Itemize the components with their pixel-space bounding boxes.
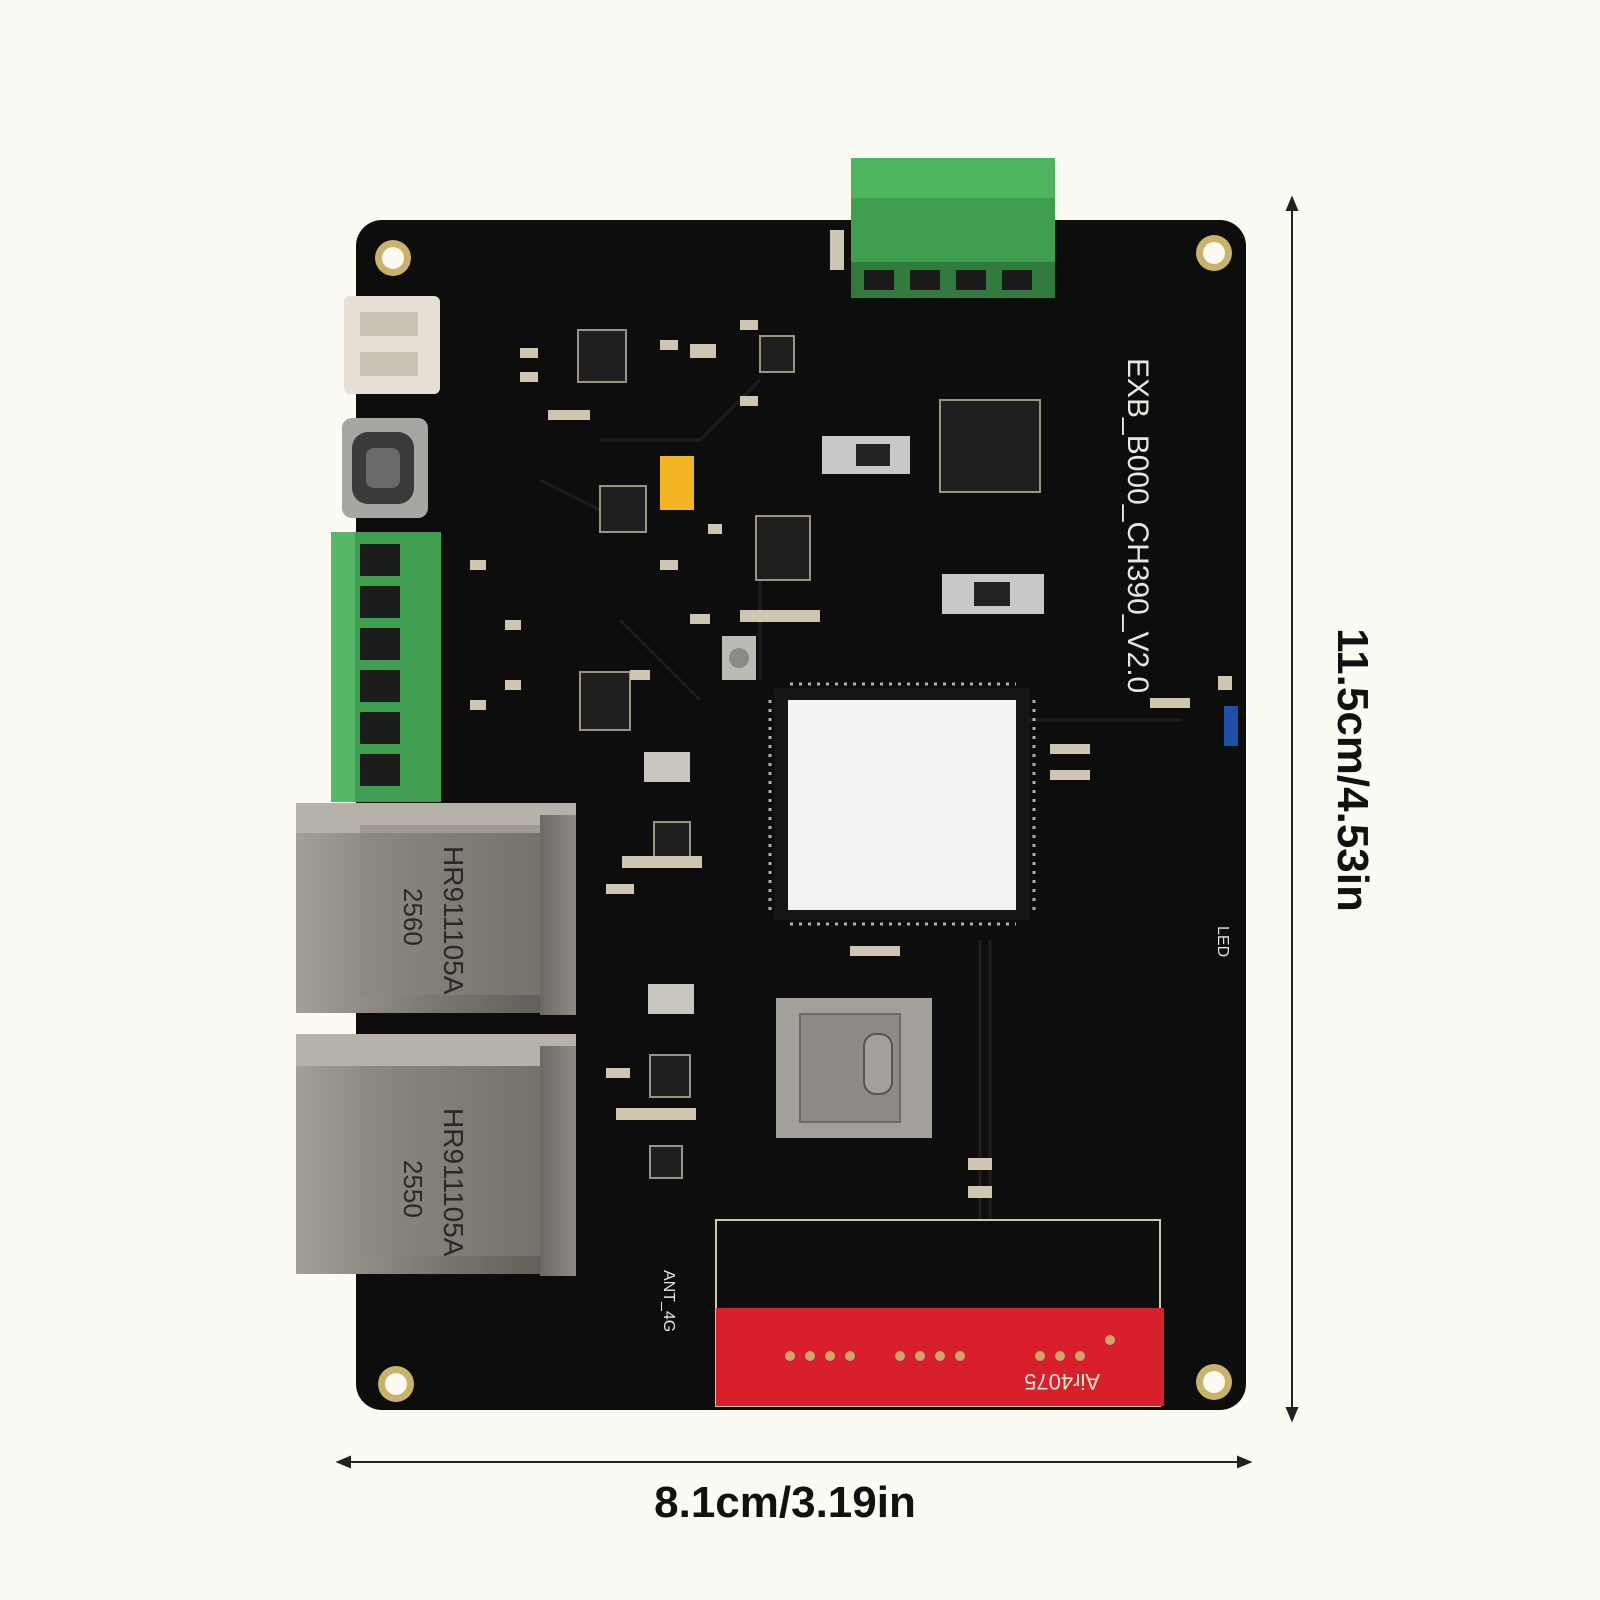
rj45-jack-1 [296, 803, 576, 1015]
red-header-module [715, 1219, 1164, 1407]
rj45-jack-2 [296, 1034, 576, 1276]
reset-button [722, 636, 756, 680]
jst-connector [344, 296, 440, 394]
top-terminal-block [851, 158, 1055, 298]
rj45-1-code-text: 2560 [398, 888, 428, 946]
height-dimension-line [1285, 195, 1299, 1423]
sim-card-holder [776, 998, 932, 1138]
rj45-1-model-text: HR911105A [438, 846, 469, 995]
side-terminal-block [331, 532, 441, 802]
rj45-2-code-text: 2550 [398, 1160, 428, 1218]
passive-components [470, 230, 1232, 1198]
red-header-label: Air4075 [1024, 1369, 1100, 1394]
slide-switch-1 [822, 436, 910, 474]
crystals [644, 456, 694, 1014]
status-led [1224, 706, 1238, 746]
mounting-holes [375, 235, 1232, 1402]
antenna-label: ANT_4G [660, 1270, 677, 1332]
usb-c-port [342, 418, 428, 518]
height-dimension-label: 11.5cm/4.53in [1328, 628, 1377, 912]
width-dimension-label: 8.1cm/3.19in [654, 1478, 916, 1527]
width-dimension-line [335, 1455, 1253, 1469]
slide-switch-2 [942, 574, 1044, 614]
led-label: LED [1214, 926, 1231, 957]
rj45-2-model-text: HR911105A [438, 1108, 469, 1257]
board-name-text: EXB_B000_CH390_V2.0 [1121, 358, 1154, 693]
ic-packages [577, 329, 1041, 1179]
main-mcu-chip [768, 682, 1036, 926]
